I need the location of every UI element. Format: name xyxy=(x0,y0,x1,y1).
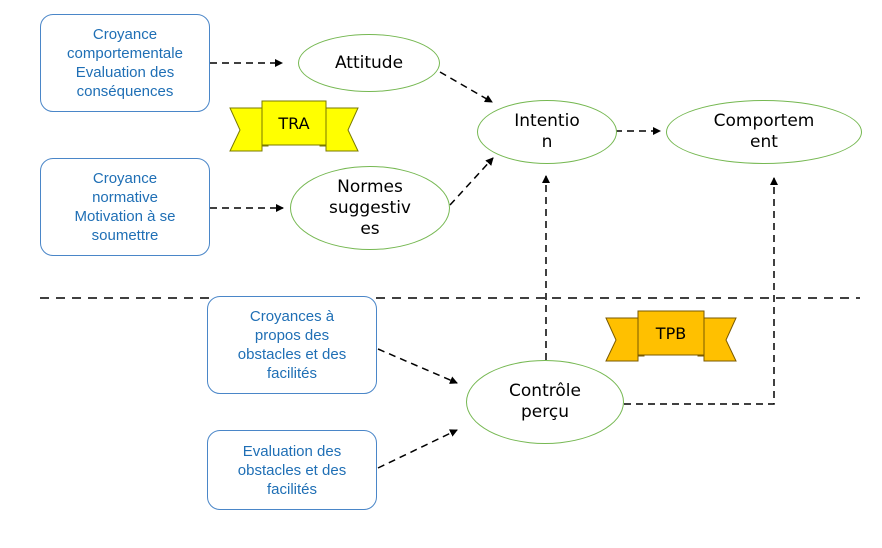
arrow-obstacles-to-controle xyxy=(377,348,458,384)
arrow-attitude-to-intention xyxy=(439,71,493,103)
controle-percu-node-line-1: Contrôle xyxy=(509,381,581,401)
evaluation-obstacles-box-line-3: facilités xyxy=(266,480,318,498)
attitude-node: Attitude xyxy=(298,34,440,92)
croyance-comportementale-box-line-4: conséquences xyxy=(76,83,174,100)
normes-suggestives-node-line-2: suggestiv xyxy=(329,197,411,218)
intention-node-line-2: n xyxy=(541,132,553,152)
evaluation-obstacles-box-line-2: obstacles et des xyxy=(237,461,347,479)
croyance-normative-box-line-2: normative xyxy=(92,189,158,206)
croyances-obstacles-box-line-1: Croyances à xyxy=(249,308,335,325)
comportement-node-line-1: Comportem xyxy=(713,111,815,131)
croyances-obstacles-box: Croyances à propos des obstacles et des fac… xyxy=(207,296,377,394)
evaluation-obstacles-box-line-1: Evaluation des xyxy=(242,442,342,460)
tpb-banner-body xyxy=(637,310,705,356)
croyances-obstacles-box-line-3: obstacles et des xyxy=(237,346,347,363)
tpb-banner xyxy=(605,310,737,362)
tra-banner xyxy=(229,100,359,152)
croyance-comportementale-box-line-2: comportementale xyxy=(67,45,183,62)
comportement-node-line-2: ent xyxy=(750,132,778,152)
tpb-banner-label: TPB xyxy=(655,323,687,343)
croyance-comportementale-box-line-1: Croyance xyxy=(92,26,158,43)
tra-banner-body xyxy=(261,100,327,146)
normes-suggestives-node-line-3: es xyxy=(360,218,380,239)
intention-node-line-1: Intentio xyxy=(514,111,580,131)
croyance-normative-box-line-4: soumettre xyxy=(91,227,159,244)
croyance-comportementale-box-line-3: Evaluation des xyxy=(75,64,175,81)
croyance-normative-box-line-3: Motivation à se xyxy=(74,208,176,225)
arrow-normes-to-intention xyxy=(449,157,494,206)
tra-banner-label: TRA xyxy=(278,113,310,133)
croyances-obstacles-box-line-4: facilités xyxy=(266,365,318,382)
arrow-evaluation-to-controle xyxy=(377,429,458,469)
attitude-node-line-1: Attitude xyxy=(334,52,404,73)
arrow-controle-to-comportement xyxy=(624,177,778,405)
croyance-normative-box-line-1: Croyance xyxy=(92,170,158,187)
croyances-obstacles-box-line-2: propos des xyxy=(254,327,330,344)
controle-percu-node-line-2: perçu xyxy=(521,402,569,422)
normes-suggestives-node-line-1: Normes xyxy=(337,176,403,197)
